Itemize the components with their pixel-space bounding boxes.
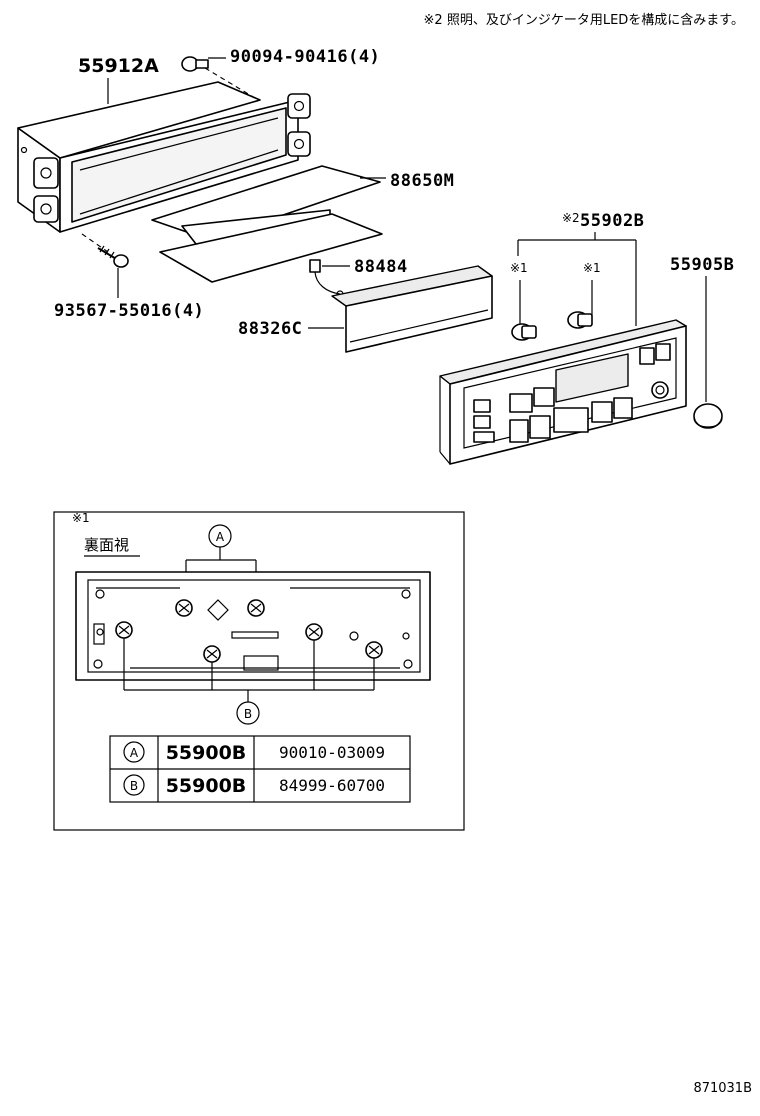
detail-frame bbox=[53, 511, 465, 831]
group-b-marker bbox=[236, 701, 260, 725]
header-note: ※2 照明、及びインジケータ用LEDを構成に含みます。 bbox=[424, 12, 744, 28]
back-view-panel bbox=[75, 571, 431, 681]
group-b-label: B bbox=[244, 707, 252, 721]
callout-harness: 88484 bbox=[354, 257, 408, 277]
group-a-label: A bbox=[216, 530, 225, 544]
table-row-b-code: 84999-60700 bbox=[279, 776, 385, 795]
callout-bulb-mark-1: ※1 bbox=[510, 261, 528, 275]
socket-a-2 bbox=[247, 599, 265, 617]
table-row-b: B 55900B 84999-60700 bbox=[123, 774, 385, 797]
callout-screw-bottom: 93567-55016(4) bbox=[54, 301, 204, 321]
detail-title: 裏面視 bbox=[84, 536, 129, 554]
callout-control-assy: 55902B bbox=[580, 211, 644, 231]
screw-top bbox=[181, 56, 209, 72]
table-row-a: A 55900B 90010-03009 bbox=[123, 741, 385, 764]
callout-bracket: 88326C bbox=[238, 319, 302, 339]
table-row-b-key: B bbox=[130, 779, 138, 793]
bulb-right bbox=[567, 311, 593, 329]
table-row-a-code: 90010-03009 bbox=[279, 743, 385, 762]
socket-b-3 bbox=[305, 623, 323, 641]
callout-control-mark: ※2 bbox=[562, 211, 580, 225]
socket-a-1 bbox=[175, 599, 193, 617]
figure-id: 871031B bbox=[693, 1081, 752, 1096]
callout-housing: 55912A bbox=[78, 55, 159, 77]
parts-table bbox=[109, 735, 411, 803]
socket-b-2 bbox=[203, 645, 221, 663]
bracket-88326c bbox=[331, 265, 493, 353]
socket-b-1 bbox=[115, 621, 133, 639]
housing-55912a bbox=[17, 81, 311, 233]
control-panel-55902b bbox=[439, 319, 687, 465]
panel-88650m bbox=[151, 165, 383, 283]
screw-bottom bbox=[97, 245, 129, 268]
callout-bulb-mark-2: ※1 bbox=[583, 261, 601, 275]
table-row-b-part: 55900B bbox=[166, 775, 247, 797]
socket-b-4 bbox=[365, 641, 383, 659]
callout-screw-top: 90094-90416(4) bbox=[230, 47, 380, 67]
table-row-a-key: A bbox=[130, 746, 139, 760]
table-row-a-part: 55900B bbox=[166, 742, 247, 764]
callout-panel: 88650M bbox=[390, 171, 454, 191]
bulb-left bbox=[511, 323, 537, 341]
knob-55905b bbox=[693, 403, 723, 429]
detail-mark: ※1 bbox=[72, 511, 90, 525]
callout-knob: 55905B bbox=[670, 255, 734, 275]
